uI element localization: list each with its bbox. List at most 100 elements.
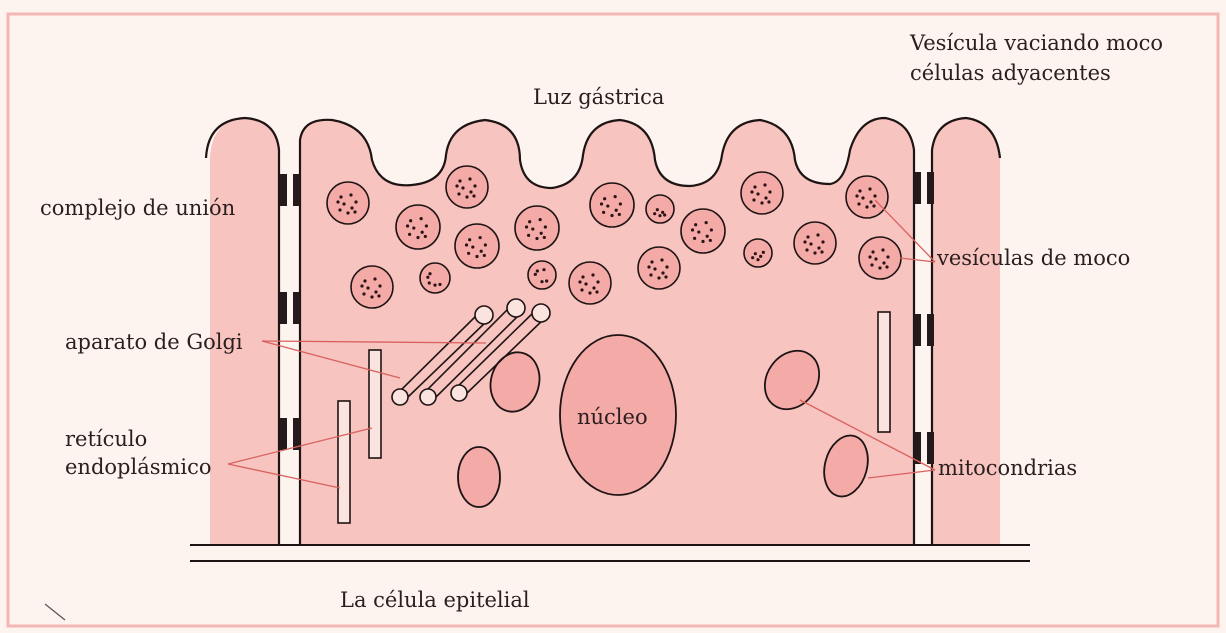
vesicle-granule [362, 292, 365, 295]
vesicle-granule [545, 279, 548, 282]
vesicle-granule [806, 235, 809, 238]
vesicle-granule [710, 228, 713, 231]
mucus-vesicle [420, 263, 450, 293]
vesicle-granule [697, 230, 700, 233]
vesicle-granule [816, 233, 819, 236]
vesicle-granule [858, 189, 861, 192]
golgi-vesicle [392, 389, 408, 405]
vesicle-granule [531, 227, 534, 230]
vesicle-granule [363, 279, 366, 282]
vesicle-granule [360, 284, 363, 287]
er-label-line2: endoplásmico [65, 455, 212, 479]
vesicle-granule [480, 250, 483, 253]
golgi-label: aparato de Golgi [65, 330, 243, 354]
vesicle-granule [693, 237, 696, 240]
vesicle-granule [346, 211, 349, 214]
vesicle-granule [421, 231, 424, 234]
mucus-vesicle [351, 266, 393, 308]
vesicle-granule [338, 208, 341, 211]
junction-right-1a [914, 172, 921, 204]
vesicle-granule [664, 275, 667, 278]
mucus-vesicle [741, 172, 783, 214]
mucus-vesicle [515, 206, 559, 250]
vesicle-granule [483, 254, 486, 257]
golgi-vesicle [532, 304, 550, 322]
junction-left-2b [293, 292, 300, 324]
mucus-vesicle [744, 239, 772, 267]
vesicle-granule [580, 288, 583, 291]
vesicle-granule [472, 194, 475, 197]
vesicle-granule [378, 284, 381, 287]
vesicle-granule [868, 255, 871, 258]
vesicle-granule [349, 193, 352, 196]
mucus-vesicle [846, 176, 888, 218]
vesicle-granule [467, 252, 470, 255]
mucus-vesicle [590, 183, 634, 227]
vesicle-granule [426, 276, 429, 279]
vesicle-granule [600, 202, 603, 205]
vesicle-granule [457, 192, 460, 195]
vesicle-granule [857, 202, 860, 205]
vesicle-granule [416, 236, 419, 239]
mucus-vesicle [528, 261, 556, 289]
vesicle-granule [473, 184, 476, 187]
vesicle-granule [535, 237, 538, 240]
vesicle-granule [544, 225, 547, 228]
vesicle-granule [619, 202, 622, 205]
junction-right-1b [927, 172, 934, 204]
vesicle-granule [377, 294, 380, 297]
er-rod-2 [338, 401, 350, 523]
golgi-vesicle [451, 385, 467, 401]
mucus-vesicle [327, 182, 369, 224]
mucus-vesicle [446, 166, 488, 208]
vesicle-granule [578, 280, 581, 283]
vesicle-granule [661, 271, 664, 274]
vesicle-granule [603, 197, 606, 200]
vesicle-granule [527, 234, 530, 237]
vesicle-granule [353, 210, 356, 213]
vesicle-granule [706, 235, 709, 238]
vesicle-granule [861, 196, 864, 199]
vesicle-granule [882, 261, 885, 264]
vesicle-granule [878, 266, 881, 269]
vesicle-granule [468, 238, 471, 241]
vesicle-granule [461, 186, 464, 189]
vesicle-granule [424, 235, 427, 238]
junction-left-2a [280, 292, 287, 324]
vesicle-granule [408, 233, 411, 236]
vesicle-granule [595, 290, 598, 293]
vesicle-granule [591, 273, 594, 276]
vesicle-granule [588, 291, 591, 294]
vesicle-granule [366, 286, 369, 289]
vesicle-granule [433, 284, 436, 287]
vesicle-granule [615, 209, 618, 212]
vesicle-granule [475, 255, 478, 258]
vesicle-granule [584, 282, 587, 285]
vesicle-granule [650, 260, 653, 263]
vesicle-granule [540, 232, 543, 235]
vesicle-granule [438, 283, 441, 286]
vesicle-granule [602, 211, 605, 214]
vesicle-granule [865, 205, 868, 208]
vesicle-granule [484, 243, 487, 246]
vesicle-granule [663, 213, 666, 216]
vesicle-granule [809, 242, 812, 245]
golgi-vesicle [420, 389, 436, 405]
vesicle-granule [542, 268, 545, 271]
vesicle-granule [855, 194, 858, 197]
mucus-vesicle [646, 195, 674, 223]
vesicle-granule [539, 218, 542, 221]
vesicle-granule [425, 224, 428, 227]
mucus-vesicle [455, 224, 499, 268]
vesicle-granule [871, 250, 874, 253]
vesicle-granule [872, 204, 875, 207]
vesicle-granule [756, 192, 759, 195]
vesicle-granule [820, 250, 823, 253]
mitochondrion-2 [458, 447, 500, 507]
mucus-vesicle [569, 262, 611, 304]
vesicle-granule [751, 256, 754, 259]
vesicle-granule [536, 269, 539, 272]
vesicle-granule [881, 248, 884, 251]
vesicle-granule [665, 265, 668, 268]
vesicle-granule [701, 240, 704, 243]
